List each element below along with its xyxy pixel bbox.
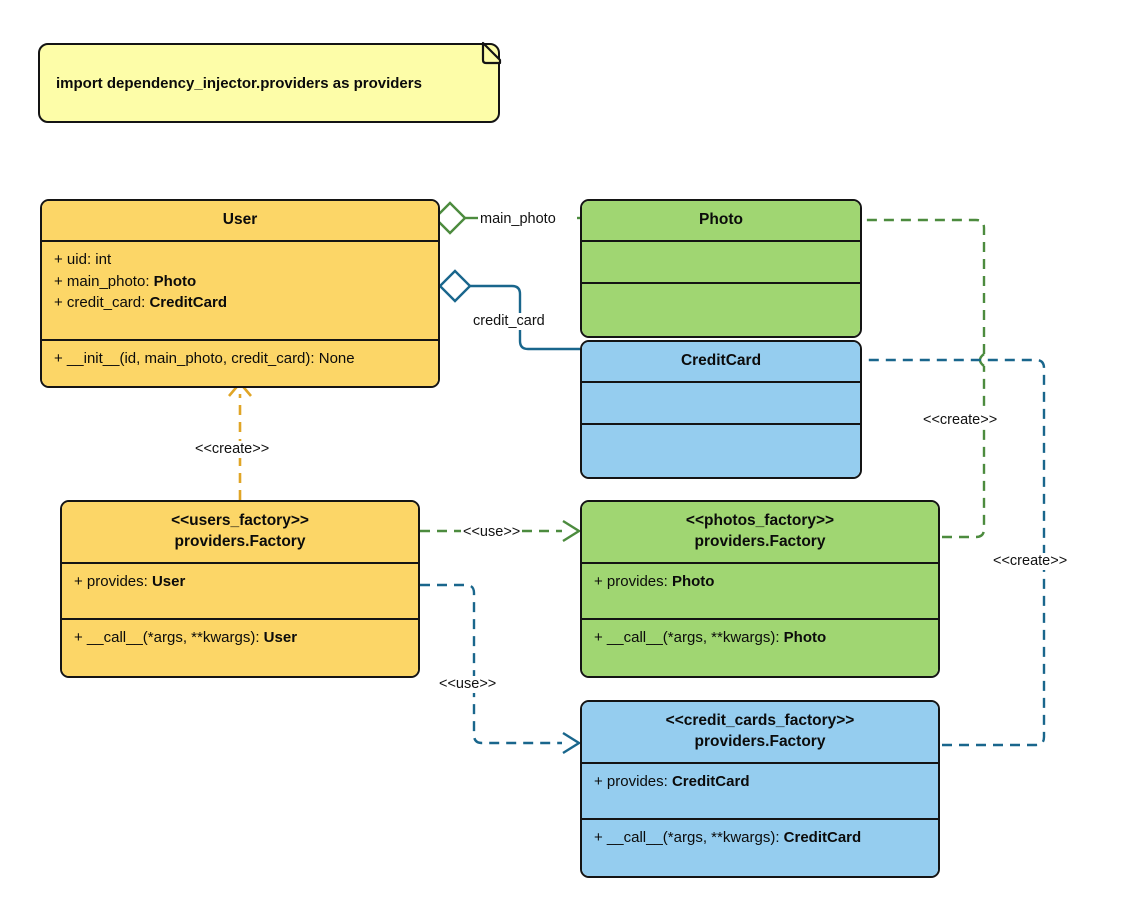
edge-label-main-photo: main_photo	[478, 211, 558, 228]
attribute-row: + provides: User	[74, 572, 186, 590]
edge-user-credit-card	[438, 269, 580, 351]
method-row: + __init__(id, main_photo, credit_card):…	[54, 349, 355, 367]
class-attributes-user: + uid: int + main_photo: Photo + credit_…	[42, 241, 438, 341]
aggregation-diamond-credit-card	[438, 269, 472, 303]
attribute-row: + provides: Photo	[594, 572, 715, 590]
class-methods-photos-factory: + __call__(*args, **kwargs): Photo	[582, 619, 938, 676]
class-attributes-credit-card	[582, 382, 860, 425]
class-attributes-credit-cards-factory: + provides: CreditCard	[582, 763, 938, 820]
stereotype-label: <<credit_cards_factory>>	[665, 712, 855, 729]
class-methods-users-factory: + __call__(*args, **kwargs): User	[62, 619, 418, 676]
class-attributes-photos-factory: + provides: Photo	[582, 563, 938, 620]
attribute-row: + provides: CreditCard	[594, 772, 750, 790]
open-arrowhead	[562, 731, 582, 755]
class-attributes-users-factory: + provides: User	[62, 563, 418, 620]
edge-label-use-photos-factory: <<use>>	[461, 524, 523, 541]
note-text: import dependency_injector.providers as …	[56, 74, 422, 92]
edge-label-credit-card: credit_card	[471, 313, 547, 330]
class-box-photos-factory[interactable]: <<photos_factory>> providers.Factory + p…	[580, 500, 940, 678]
edge-label-create-photo: <<create>>	[921, 412, 1000, 429]
class-title-credit-card: CreditCard	[582, 342, 860, 383]
method-row: + __call__(*args, **kwargs): User	[74, 628, 298, 646]
note-import-statement: import dependency_injector.providers as …	[38, 43, 500, 123]
class-title-users-factory: <<users_factory>> providers.Factory	[62, 502, 418, 564]
method-row: + __call__(*args, **kwargs): Photo	[594, 628, 827, 646]
line-hop	[978, 353, 985, 367]
edge-label-create-credit-card: <<create>>	[991, 553, 1070, 570]
method-row: + __call__(*args, **kwargs): CreditCard	[594, 828, 862, 846]
class-methods-photo	[582, 283, 860, 336]
class-box-user[interactable]: User + uid: int + main_photo: Photo + cr…	[40, 199, 440, 388]
class-title-credit-cards-factory: <<credit_cards_factory>> providers.Facto…	[582, 702, 938, 764]
class-title-user: User	[42, 201, 438, 242]
class-box-users-factory[interactable]: <<users_factory>> providers.Factory + pr…	[60, 500, 420, 678]
attribute-row: + main_photo: Photo	[54, 272, 197, 290]
open-arrowhead	[562, 519, 582, 543]
class-methods-credit-cards-factory: + __call__(*args, **kwargs): CreditCard	[582, 819, 938, 876]
class-attributes-photo	[582, 241, 860, 284]
edge-users-factory-uses-credit-cards-factory	[420, 583, 582, 755]
edge-label-use-credit-cards-factory: <<use>>	[437, 676, 499, 693]
stereotype-label: <<photos_factory>>	[685, 512, 835, 529]
class-box-credit-cards-factory[interactable]: <<credit_cards_factory>> providers.Facto…	[580, 700, 940, 878]
edge-photos-factory-creates-photo	[842, 208, 986, 539]
class-methods-credit-card	[582, 424, 860, 477]
class-title-photo: Photo	[582, 201, 860, 242]
attribute-row: + credit_card: CreditCard	[54, 294, 227, 312]
edge-label-create-user: <<create>>	[193, 441, 272, 458]
class-box-credit-card[interactable]: CreditCard	[580, 340, 862, 479]
attribute-row: + uid: int	[54, 250, 112, 268]
stereotype-label: <<users_factory>>	[171, 512, 309, 529]
class-methods-user: + __init__(id, main_photo, credit_card):…	[42, 340, 438, 386]
class-title-photos-factory: <<photos_factory>> providers.Factory	[582, 502, 938, 564]
class-box-photo[interactable]: Photo	[580, 199, 862, 338]
